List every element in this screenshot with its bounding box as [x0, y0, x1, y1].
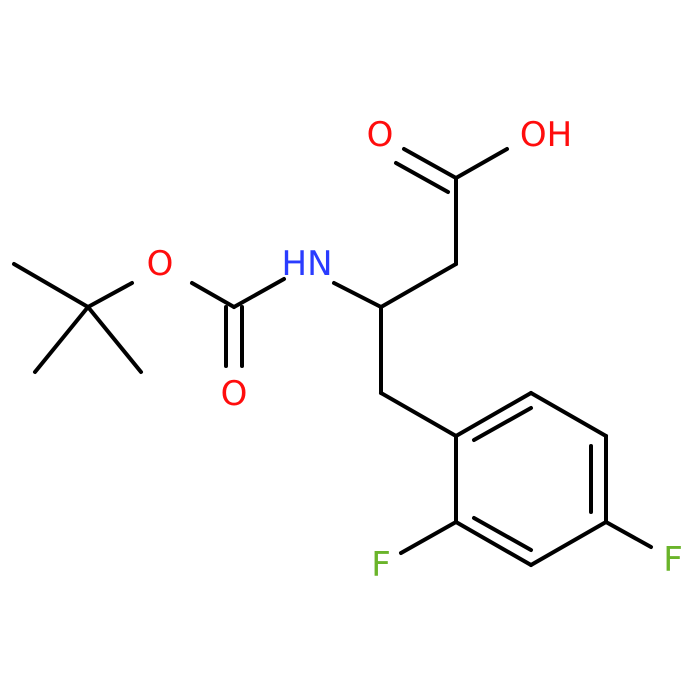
bond: [12, 262, 90, 309]
ester-oxygen-label: O: [147, 244, 174, 284]
bond: [232, 277, 286, 309]
bond: [454, 147, 509, 180]
bond: [399, 520, 458, 555]
bond: [402, 147, 458, 180]
atom-labels: O OH HN O O F F: [147, 115, 683, 585]
bond: [379, 391, 458, 438]
bond: [86, 305, 143, 374]
bond: [604, 520, 653, 549]
hydroxyl-label: OH: [520, 115, 572, 155]
carbonyl-oxygen-boc-label: O: [221, 374, 248, 414]
carbonyl-oxygen-acid-label: O: [367, 115, 394, 155]
bond: [394, 161, 450, 194]
bond: [33, 305, 90, 374]
bond: [86, 281, 134, 309]
amine-label: HN: [282, 244, 333, 284]
fluorine-4-label: F: [663, 540, 683, 580]
bond: [529, 520, 608, 567]
bond: [472, 516, 533, 552]
bond: [454, 391, 533, 438]
bond: [190, 281, 236, 309]
bond: [454, 520, 533, 567]
bond: [529, 391, 608, 438]
bonds: [12, 147, 653, 567]
fluorine-2-label: F: [371, 545, 391, 585]
bond: [379, 262, 458, 309]
bond: [472, 406, 533, 442]
bond: [332, 281, 383, 309]
